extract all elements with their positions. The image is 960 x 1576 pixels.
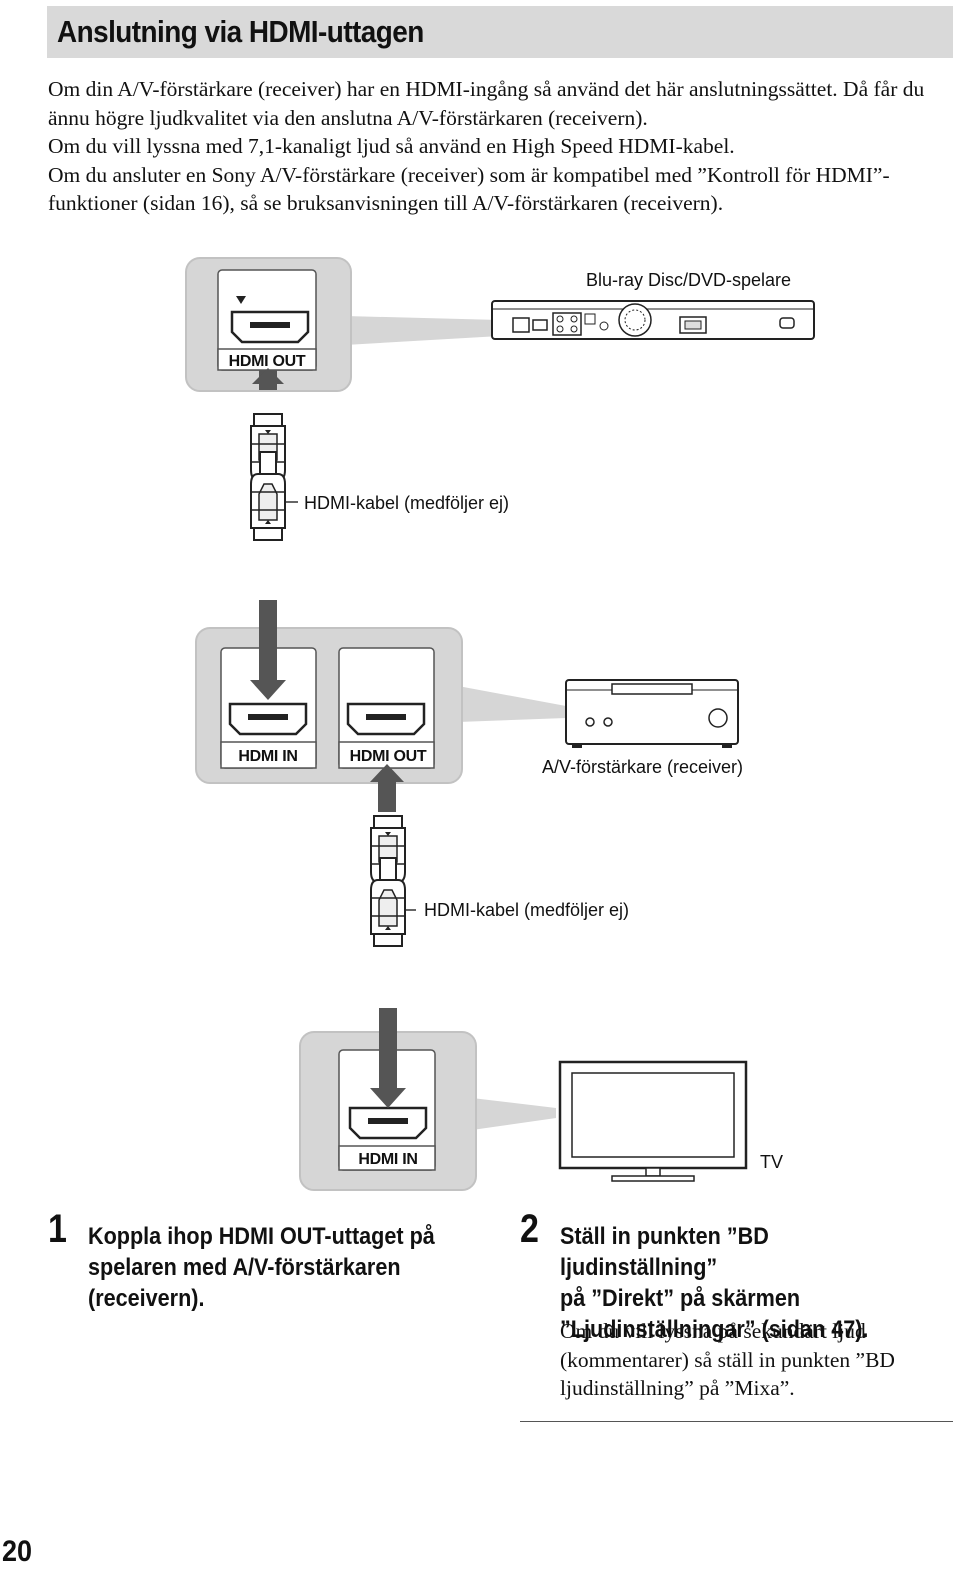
receiver-hdmi-in-label: HDMI IN (238, 748, 297, 765)
step-2-heading-line-2: på ”Direkt” på skärmen (560, 1285, 801, 1312)
cable-2-label: HDMI-kabel (medföljer ej) (424, 900, 629, 920)
step-1-heading-line-2: spelaren med A/V-förstärkaren (88, 1254, 401, 1281)
intro-text: Om din A/V-förstärkare (receiver) har en… (48, 75, 958, 218)
intro-paragraph-3: Om du ansluter en Sony A/V-förstärkare (… (48, 162, 890, 216)
tv-label: TV (760, 1152, 783, 1172)
step-1-number: 1 (48, 1207, 67, 1251)
cable-1-label: HDMI-kabel (medföljer ej) (304, 493, 509, 513)
tv-hdmi-in-label: HDMI IN (358, 1151, 417, 1168)
page-title: Anslutning via HDMI-uttagen (57, 14, 424, 49)
section-title-bar: Anslutning via HDMI-uttagen (47, 6, 953, 58)
tv-port-callout: HDMI IN (299, 1008, 556, 1191)
step-2-body-line-2: (kommentarer) så ställ in punkten ”BD (560, 1347, 895, 1372)
section-divider (520, 1421, 953, 1422)
player-port-callout: HDMI OUT (185, 257, 500, 392)
bluray-player-icon: Blu-ray Disc/DVD-spelare (491, 270, 815, 340)
receiver-label: A/V-förstärkare (receiver) (542, 757, 743, 777)
step-1-heading-line-1: Koppla ihop HDMI OUT-uttaget på (88, 1223, 435, 1250)
step-1-heading: Koppla ihop HDMI OUT-uttaget på spelaren… (88, 1221, 435, 1314)
step-1-heading-line-3: (receivern). (88, 1285, 205, 1312)
page-number: 20 (2, 1535, 33, 1568)
intro-paragraph-2: Om du vill lyssna med 7,1-kanaligt ljud … (48, 134, 735, 159)
receiver-hdmi-out-label: HDMI OUT (350, 748, 427, 765)
intro-paragraph-1: Om din A/V-förstärkare (receiver) har en… (48, 77, 925, 130)
connection-diagram: HDMI OUT Blu-ray Disc/DVD-spelare HDMI-k… (185, 257, 815, 1191)
player-label: Blu-ray Disc/DVD-spelare (586, 270, 791, 290)
step-2-body-line-3: ljudinställning” på ”Mixa”. (560, 1376, 795, 1401)
step-2-number: 2 (520, 1207, 539, 1251)
hdmi-cable-2: HDMI-kabel (medföljer ej) (370, 815, 629, 947)
step-2-heading: Ställ in punkten ”BD ljudinställning” på… (560, 1221, 920, 1345)
step-2-heading-line-1: Ställ in punkten ”BD ljudinställning” (560, 1223, 769, 1281)
hdmi-cable-1: HDMI-kabel (medföljer ej) (250, 413, 509, 541)
step-2-body: Om du vill lyssna på sekundärt ljud (kom… (560, 1317, 895, 1403)
player-hdmi-out-label: HDMI OUT (229, 353, 306, 370)
receiver-port-callout: HDMI IN HDMI OUT (195, 600, 566, 812)
step-2-heading-line-3: ”Ljudinställningar” (sidan 47). (560, 1316, 869, 1343)
step-2-body-line-1: Om du vill lyssna på sekundärt ljud (560, 1319, 866, 1343)
tv-icon: TV (558, 1060, 783, 1182)
av-receiver-icon: A/V-förstärkare (receiver) (542, 679, 743, 777)
